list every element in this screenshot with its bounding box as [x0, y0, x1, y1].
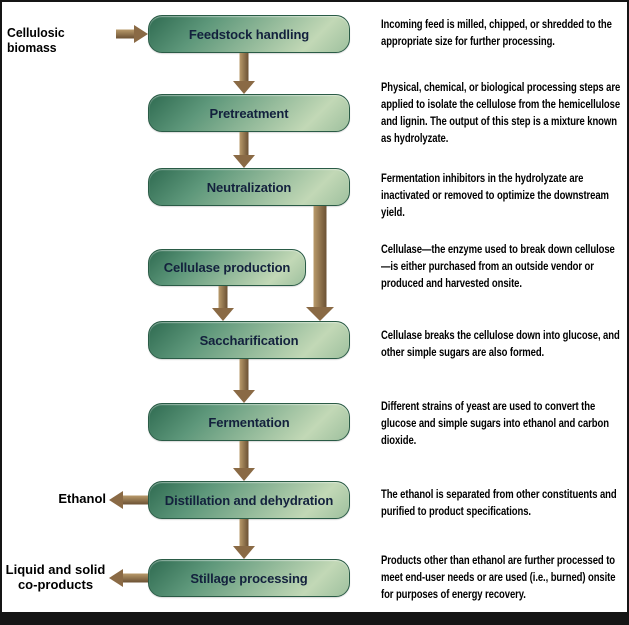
arrow-head-down-icon [233, 81, 255, 94]
step-description-stillage: Products other than ethanol are further … [381, 553, 616, 602]
input-label-biomass: Cellulosic biomass [7, 25, 65, 55]
arrow-cellulase-to-saccharification [212, 286, 234, 321]
arrow-shaft [239, 441, 249, 469]
step-box-stillage-processing: Stillage processing [148, 559, 350, 597]
arrow-head-down-icon [306, 307, 334, 321]
step-box-saccharification: Saccharification [148, 321, 350, 359]
arrow-head-down-icon [212, 308, 234, 321]
arrow-shaft [313, 206, 327, 309]
arrow-pretreatment-to-neutralization [233, 132, 255, 168]
arrow-shaft [122, 495, 148, 505]
step-box-neutralization: Neutralization [148, 168, 350, 206]
step-description-saccharification: Cellulase breaks the cellulose down into… [381, 328, 620, 360]
arrow-shaft [239, 53, 249, 82]
arrow-shaft [239, 519, 249, 547]
step-box-fermentation: Fermentation [148, 403, 350, 441]
arrow-head-left-icon [109, 491, 123, 509]
arrow-ethanol-output [109, 491, 148, 509]
arrow-fermentation-to-distillation [233, 441, 255, 481]
output-label-coproducts: Liquid and solid co-products [5, 562, 106, 592]
arrow-shaft [239, 359, 249, 391]
step-box-feedstock-handling: Feedstock handling [148, 15, 350, 53]
arrow-head-down-icon [233, 546, 255, 559]
arrow-head-down-icon [233, 468, 255, 481]
arrow-head-left-icon [109, 569, 123, 587]
output-label-ethanol: Ethanol [58, 491, 106, 506]
arrow-coproducts-output [109, 569, 148, 587]
arrow-shaft [122, 573, 148, 583]
step-description-fermentation: Different strains of yeast are used to c… [381, 399, 609, 448]
arrow-shaft [239, 132, 249, 156]
step-description-pretreatment: Physical, chemical, or biological proces… [381, 80, 621, 146]
arrow-head-right-icon [134, 25, 148, 43]
step-box-pretreatment: Pretreatment [148, 94, 350, 132]
arrow-neutralization-to-saccharification-bypass [306, 206, 334, 321]
arrow-head-down-icon [233, 155, 255, 168]
bottom-bar [2, 612, 627, 623]
step-description-cellulase: Cellulase—the enzyme used to break down … [381, 242, 615, 291]
step-description-neutralization: Fermentation inhibitors in the hydrolyza… [381, 171, 609, 220]
step-description-feedstock: Incoming feed is milled, chipped, or shr… [381, 17, 612, 49]
arrow-distillation-to-stillage [233, 519, 255, 559]
arrow-biomass-input [116, 25, 148, 43]
step-box-distillation-dehydration: Distillation and dehydration [148, 481, 350, 519]
arrow-shaft [116, 29, 135, 39]
step-box-cellulase-production: Cellulase production [148, 249, 306, 286]
step-description-distillation: The ethanol is separated from other cons… [381, 487, 617, 519]
arrow-feedstock-to-pretreatment [233, 53, 255, 94]
arrow-shaft [218, 286, 228, 309]
arrow-head-down-icon [233, 390, 255, 403]
arrow-saccharification-to-fermentation [233, 359, 255, 403]
